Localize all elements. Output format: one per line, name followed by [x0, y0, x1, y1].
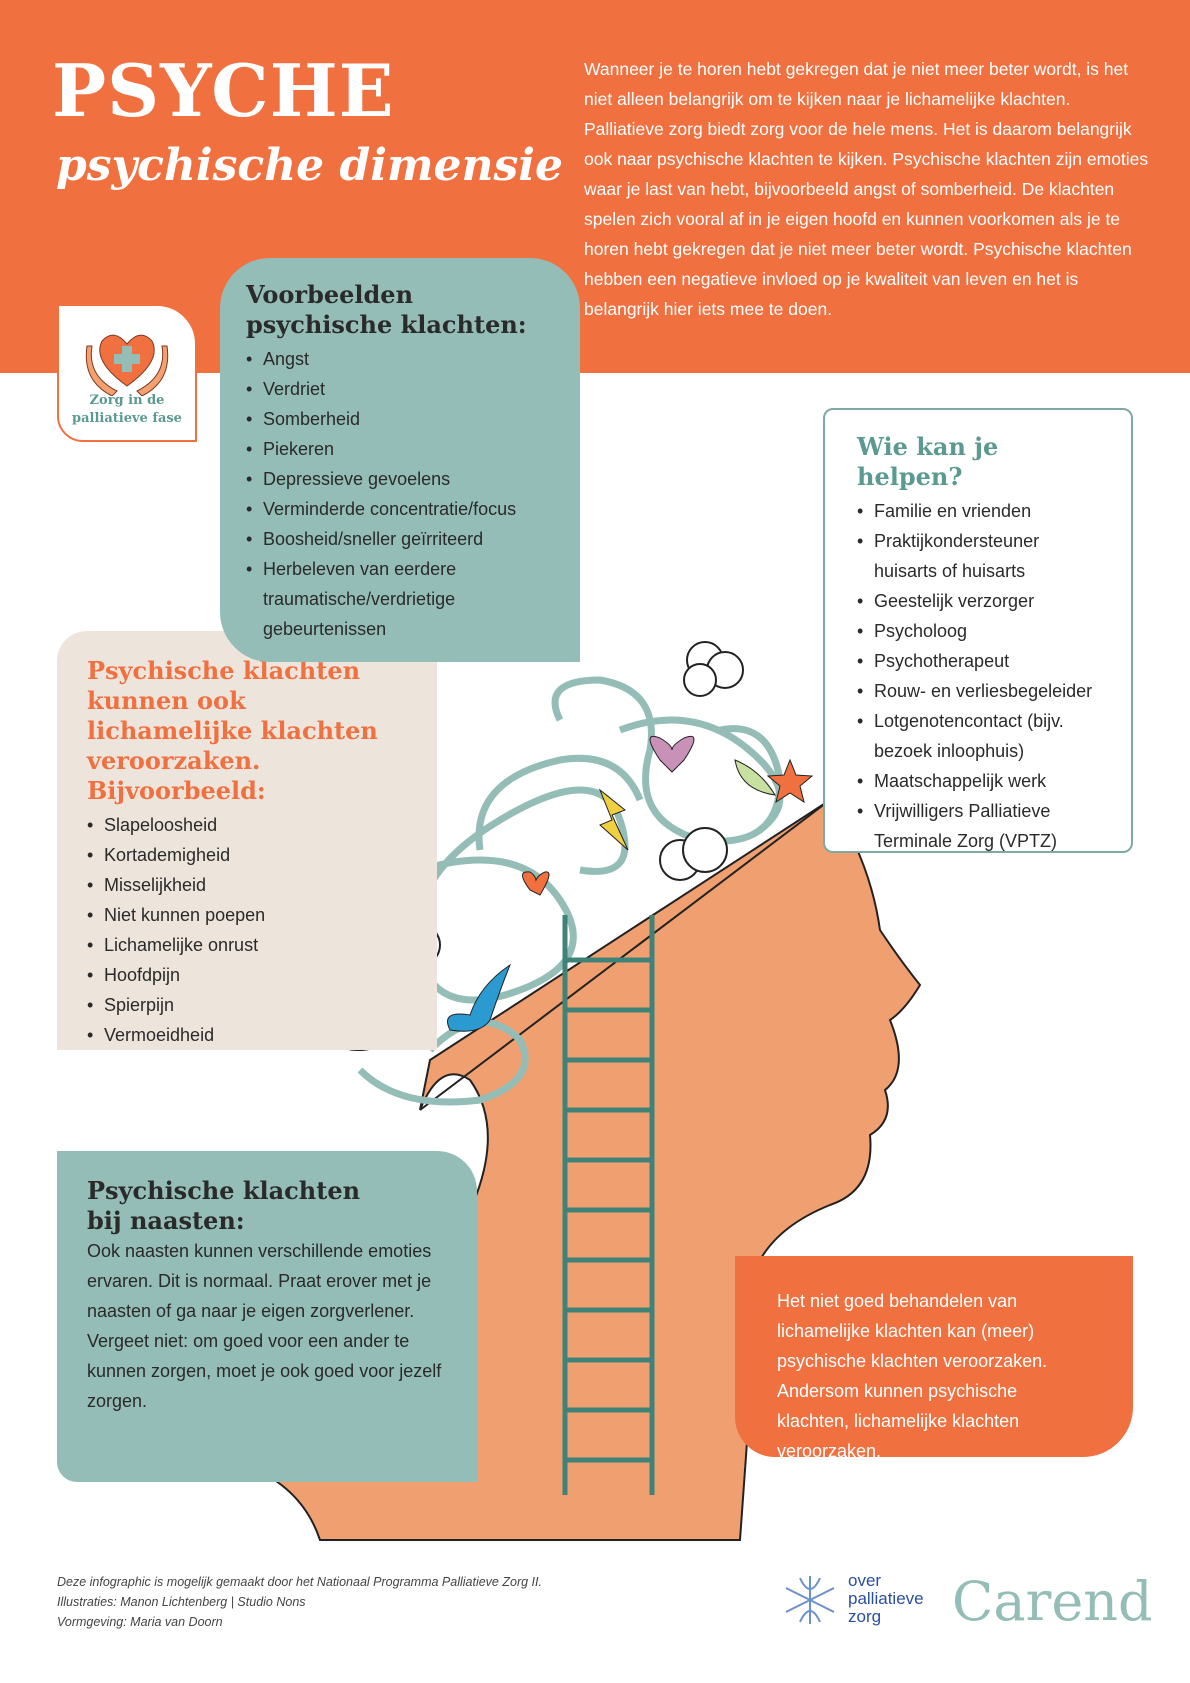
- page-title: PSYCHE: [52, 48, 395, 133]
- list-item: Lotgenotencontact (bijv. bezoek inloophu…: [857, 706, 1099, 766]
- list-item: Depressieve gevoelens: [246, 464, 560, 494]
- logo-line: Zorg in de: [89, 393, 165, 408]
- wie-title: Wie kan je helpen?: [857, 432, 999, 491]
- list-item: Vrijwilligers Palliatieve Terminale Zorg…: [857, 796, 1099, 856]
- header-banner: [0, 0, 1190, 373]
- lichamelijke-klachten-box: Psychische klachten kunnen ook lichameli…: [57, 631, 437, 1050]
- carend-logo: Carend: [952, 1570, 1153, 1633]
- intro-text: Wanneer je te horen hebt gekregen dat je…: [584, 59, 1149, 319]
- list-item: Somberheid: [246, 404, 560, 434]
- hands-heart-icon: [85, 334, 169, 397]
- list-item: Spierpijn: [87, 990, 407, 1020]
- list-item: Verdriet: [246, 374, 560, 404]
- page-subtitle: psychische dimensie: [56, 140, 563, 191]
- ladder-icon: [562, 915, 655, 1495]
- list-item: Psycholoog: [857, 616, 1099, 646]
- wie-kan-helpen-box: Wie kan je helpen? Familie en vriendenPr…: [823, 408, 1133, 853]
- list-item: Niet kunnen poepen: [87, 900, 407, 930]
- butterfly-icon: [447, 963, 512, 1032]
- lightning-icon: [598, 788, 629, 851]
- list-item: Hoofdpijn: [87, 960, 407, 990]
- head-cut-line: [419, 799, 831, 1111]
- zorg-palliatieve-fase-logo: Zorg in de palliatieve fase: [57, 304, 197, 442]
- list-item: Maatschappelijk werk: [857, 766, 1099, 796]
- voorbeelden-title: Voorbeelden psychische klachten:: [246, 280, 527, 339]
- heart-icon: [522, 871, 550, 896]
- naasten-box: Psychische klachten bij naasten: Ook naa…: [57, 1151, 477, 1482]
- star-logo-icon: [785, 1576, 835, 1624]
- footer-line: Illustraties: Manon Lichtenberg | Studio…: [57, 1595, 306, 1609]
- list-item: Rouw- en verliesbegeleider: [857, 676, 1099, 706]
- list-item: Herbeleven van eerdere traumatische/verd…: [246, 554, 560, 644]
- voorbeelden-list: AngstVerdrietSomberheidPiekerenDepressie…: [246, 344, 560, 644]
- callout-text: Het niet goed behandelen van lichamelijk…: [777, 1291, 1048, 1461]
- list-item: Lichamelijke onrust: [87, 930, 407, 960]
- opz-line: palliatieve: [848, 1589, 924, 1608]
- list-item: Verminderde concentratie/focus: [246, 494, 560, 524]
- lichamelijk-title: Psychische klachten kunnen ook lichameli…: [87, 656, 378, 805]
- list-item: Geestelijk verzorger: [857, 586, 1099, 616]
- footer-line: Vormgeving: Maria van Doorn: [57, 1615, 223, 1629]
- list-item: Piekeren: [246, 434, 560, 464]
- star-icon: [766, 758, 814, 804]
- opz-line: over: [848, 1571, 882, 1590]
- lichamelijk-list: SlapeloosheidKortademigheidMisselijkheid…: [87, 810, 407, 1050]
- list-item: Misselijkheid: [87, 870, 407, 900]
- voorbeelden-box: Voorbeelden psychische klachten: AngstVe…: [220, 258, 580, 662]
- opz-line: zorg: [848, 1607, 882, 1626]
- naasten-title: Psychische klachten bij naasten:: [87, 1176, 361, 1235]
- naasten-text: Ook naasten kunnen verschillende emoties…: [87, 1241, 442, 1411]
- list-item: Kortademigheid: [87, 840, 407, 870]
- leaf-icon: [734, 759, 776, 796]
- list-item: Praktijkondersteuner huisarts of huisart…: [857, 526, 1099, 586]
- list-item: Familie en vrienden: [857, 496, 1099, 526]
- footer-credits: Deze infographic is mogelijk gemaakt doo…: [57, 1572, 542, 1632]
- list-item: Vermoeidheid: [87, 1020, 407, 1050]
- heart-icon: [649, 735, 695, 773]
- callout-box: Het niet goed behandelen van lichamelijk…: [735, 1256, 1133, 1461]
- logo-line: palliatieve fase: [72, 411, 182, 426]
- footer-line: Deze infographic is mogelijk gemaakt doo…: [57, 1575, 542, 1589]
- list-item: Angst: [246, 344, 560, 374]
- list-item: Psychotherapeut: [857, 646, 1099, 676]
- wie-list: Familie en vriendenPraktijkondersteuner …: [857, 496, 1099, 856]
- list-item: Slapeloosheid: [87, 810, 407, 840]
- list-item: Boosheid/sneller geïrriteerd: [246, 524, 560, 554]
